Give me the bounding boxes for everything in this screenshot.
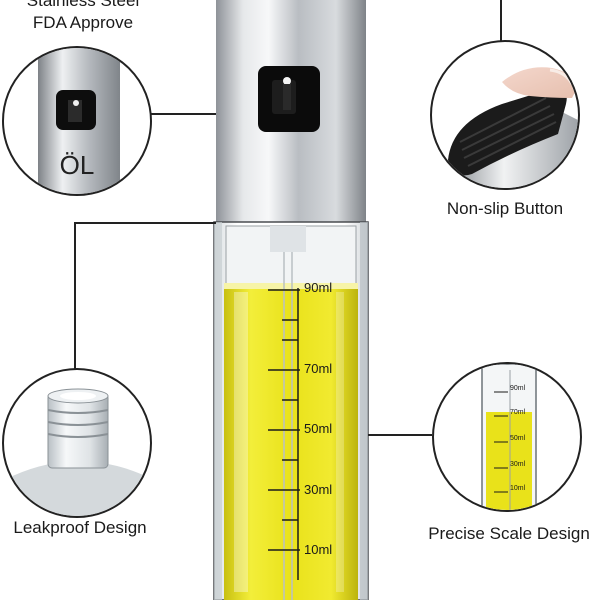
stainless-detail-circle [2, 46, 152, 196]
stainless-title: Stainless Steel [26, 0, 140, 10]
stainless-subtitle: FDA Approve [32, 13, 134, 32]
scale-inset-70ml: 70ml [510, 409, 526, 416]
connector-stainless-h [150, 113, 216, 115]
connector-nonslip-v [500, 0, 502, 44]
scale-inset-30ml: 30ml [510, 461, 526, 468]
scale-label-30ml: 30ml [304, 482, 333, 497]
scale-inset-10ml: 10ml [510, 485, 526, 492]
scale-inset-50ml: 50ml [510, 435, 526, 442]
measurement-scale [268, 288, 300, 580]
scale-label-70ml: 70ml [304, 361, 333, 376]
oil-liquid [224, 286, 358, 600]
leakproof-detail-circle [2, 368, 152, 518]
scale-label-10ml: 10ml [304, 542, 333, 557]
scale-label-50ml: 50ml [304, 421, 333, 436]
scale-detail-circle [432, 362, 582, 512]
scale-label-90ml: 90ml [304, 280, 333, 295]
nonslip-label: Non-slip Button [446, 199, 564, 218]
scale-inset-90ml: 90ml [510, 385, 526, 392]
connector-leakproof-v [74, 222, 76, 370]
connector-scale-h [368, 434, 432, 436]
scale-label: Precise Scale Design [428, 524, 590, 543]
stainless-badge-text: ÖL [59, 150, 95, 180]
nonslip-detail-circle [430, 40, 580, 190]
connector-leakproof-h [74, 222, 216, 224]
leakproof-label: Leakproof Design [13, 518, 147, 537]
